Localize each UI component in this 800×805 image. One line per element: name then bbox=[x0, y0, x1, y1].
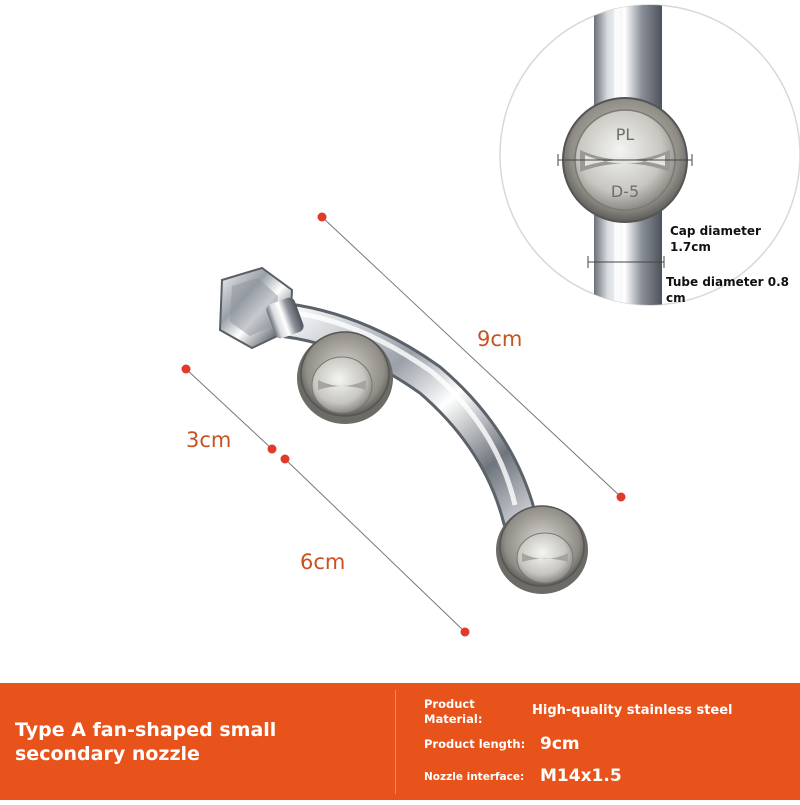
spec-material-value: High-quality stainless steel bbox=[532, 703, 733, 718]
marker-dot bbox=[181, 364, 191, 374]
length-6cm-label: 6cm bbox=[300, 550, 346, 574]
zoom-detail: PL D-5 bbox=[499, 4, 800, 306]
cap-engraving-bottom: D-5 bbox=[611, 182, 639, 201]
spec-length-key: Product length: bbox=[424, 737, 526, 751]
cap-engraving-top: PL bbox=[616, 125, 635, 144]
spec-length-value: 9cm bbox=[540, 734, 580, 754]
spec-interface-value: M14x1.5 bbox=[540, 766, 622, 786]
length-3cm-label: 3cm bbox=[186, 428, 232, 452]
tube-diameter-label: Tube diameter 0.8 cm bbox=[666, 275, 789, 305]
marker-dot bbox=[317, 212, 327, 222]
spec-material-key: Product Material: bbox=[424, 697, 483, 726]
cap-diameter-label: Cap diameter 1.7cm bbox=[670, 224, 761, 254]
spec-banner bbox=[0, 683, 800, 800]
marker-dot bbox=[616, 492, 626, 502]
product-title: Type A fan-shaped small secondary nozzle bbox=[15, 719, 277, 765]
nozzle-body bbox=[218, 266, 588, 594]
length-9cm-label: 9cm bbox=[477, 327, 523, 351]
marker-dot bbox=[460, 627, 470, 637]
banner-divider bbox=[395, 690, 396, 794]
marker-dot bbox=[280, 454, 290, 464]
measurement-lines bbox=[181, 212, 626, 637]
marker-dot bbox=[267, 444, 277, 454]
spec-interface-key: Nozzle interface: bbox=[424, 771, 525, 783]
